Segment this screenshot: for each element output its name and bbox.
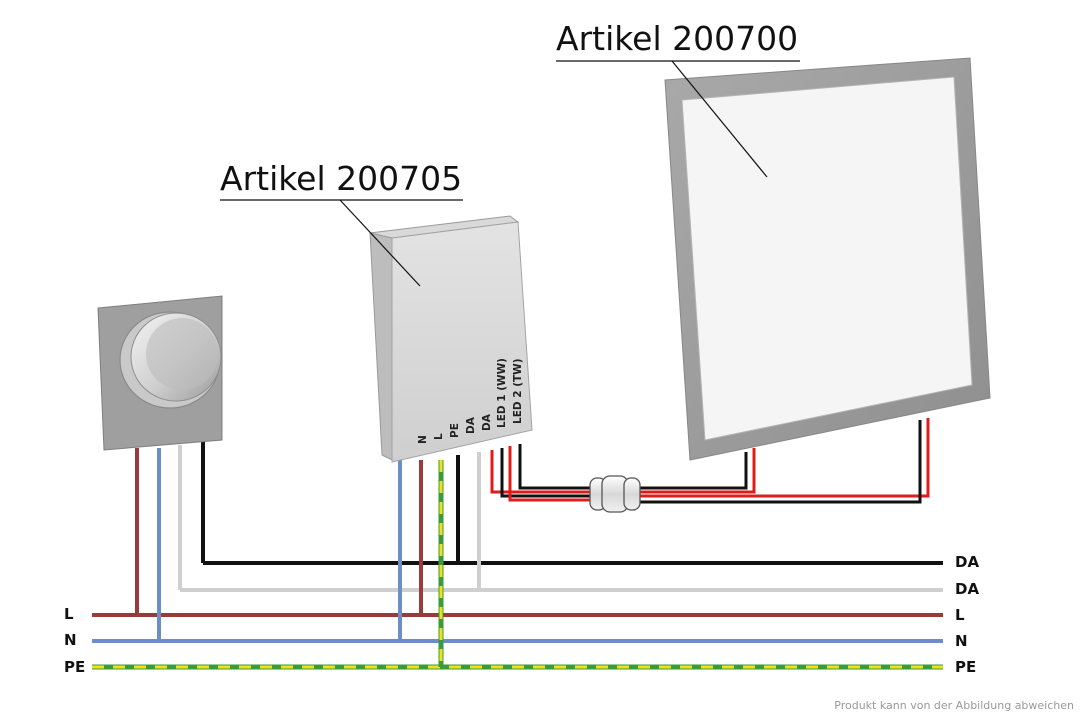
bus-label-right-n: N xyxy=(955,632,968,650)
bus-labels-left: L N PE xyxy=(64,605,85,676)
led-wires xyxy=(490,418,930,504)
terminal-label-n: N xyxy=(417,435,429,444)
disclaimer-text: Produkt kann von der Abbildung abweichen xyxy=(834,699,1074,712)
terminal-label-pe: PE xyxy=(449,423,461,438)
article-controller-label: Artikel 200705 xyxy=(220,159,462,198)
dimmer-wires xyxy=(135,440,205,641)
led-panel-icon xyxy=(664,57,991,461)
bus-label-right-pe: PE xyxy=(955,658,976,676)
terminal-label-led1: LED 1 (WW) xyxy=(496,358,508,428)
bus-label-right-da1: DA xyxy=(955,553,979,571)
article-panel-label: Artikel 200700 xyxy=(556,19,798,58)
bus-label-right-da2: DA xyxy=(955,580,979,598)
connector-icon xyxy=(589,475,641,513)
controller-box-icon xyxy=(369,215,533,463)
terminal-label-led2: LED 2 (TW) xyxy=(512,358,524,424)
bus-labels-right: DA DA L N PE xyxy=(955,553,979,676)
bus-label-left-l: L xyxy=(64,605,74,623)
terminal-label-da1: DA xyxy=(465,416,477,434)
dimmer-switch-icon xyxy=(97,295,223,451)
terminal-label-l: L xyxy=(433,433,445,440)
bus-label-left-n: N xyxy=(64,631,77,649)
callout-panel: Artikel 200700 xyxy=(556,19,800,178)
bus-label-right-l: L xyxy=(955,606,965,624)
bus-lines xyxy=(92,561,943,670)
controller-wires xyxy=(398,452,481,667)
terminal-labels: N L PE DA DA LED 1 (WW) LED 2 (TW) xyxy=(417,358,524,444)
terminal-label-da2: DA xyxy=(481,413,493,431)
callout-controller: Artikel 200705 xyxy=(220,159,463,287)
bus-label-left-pe: PE xyxy=(64,658,85,676)
